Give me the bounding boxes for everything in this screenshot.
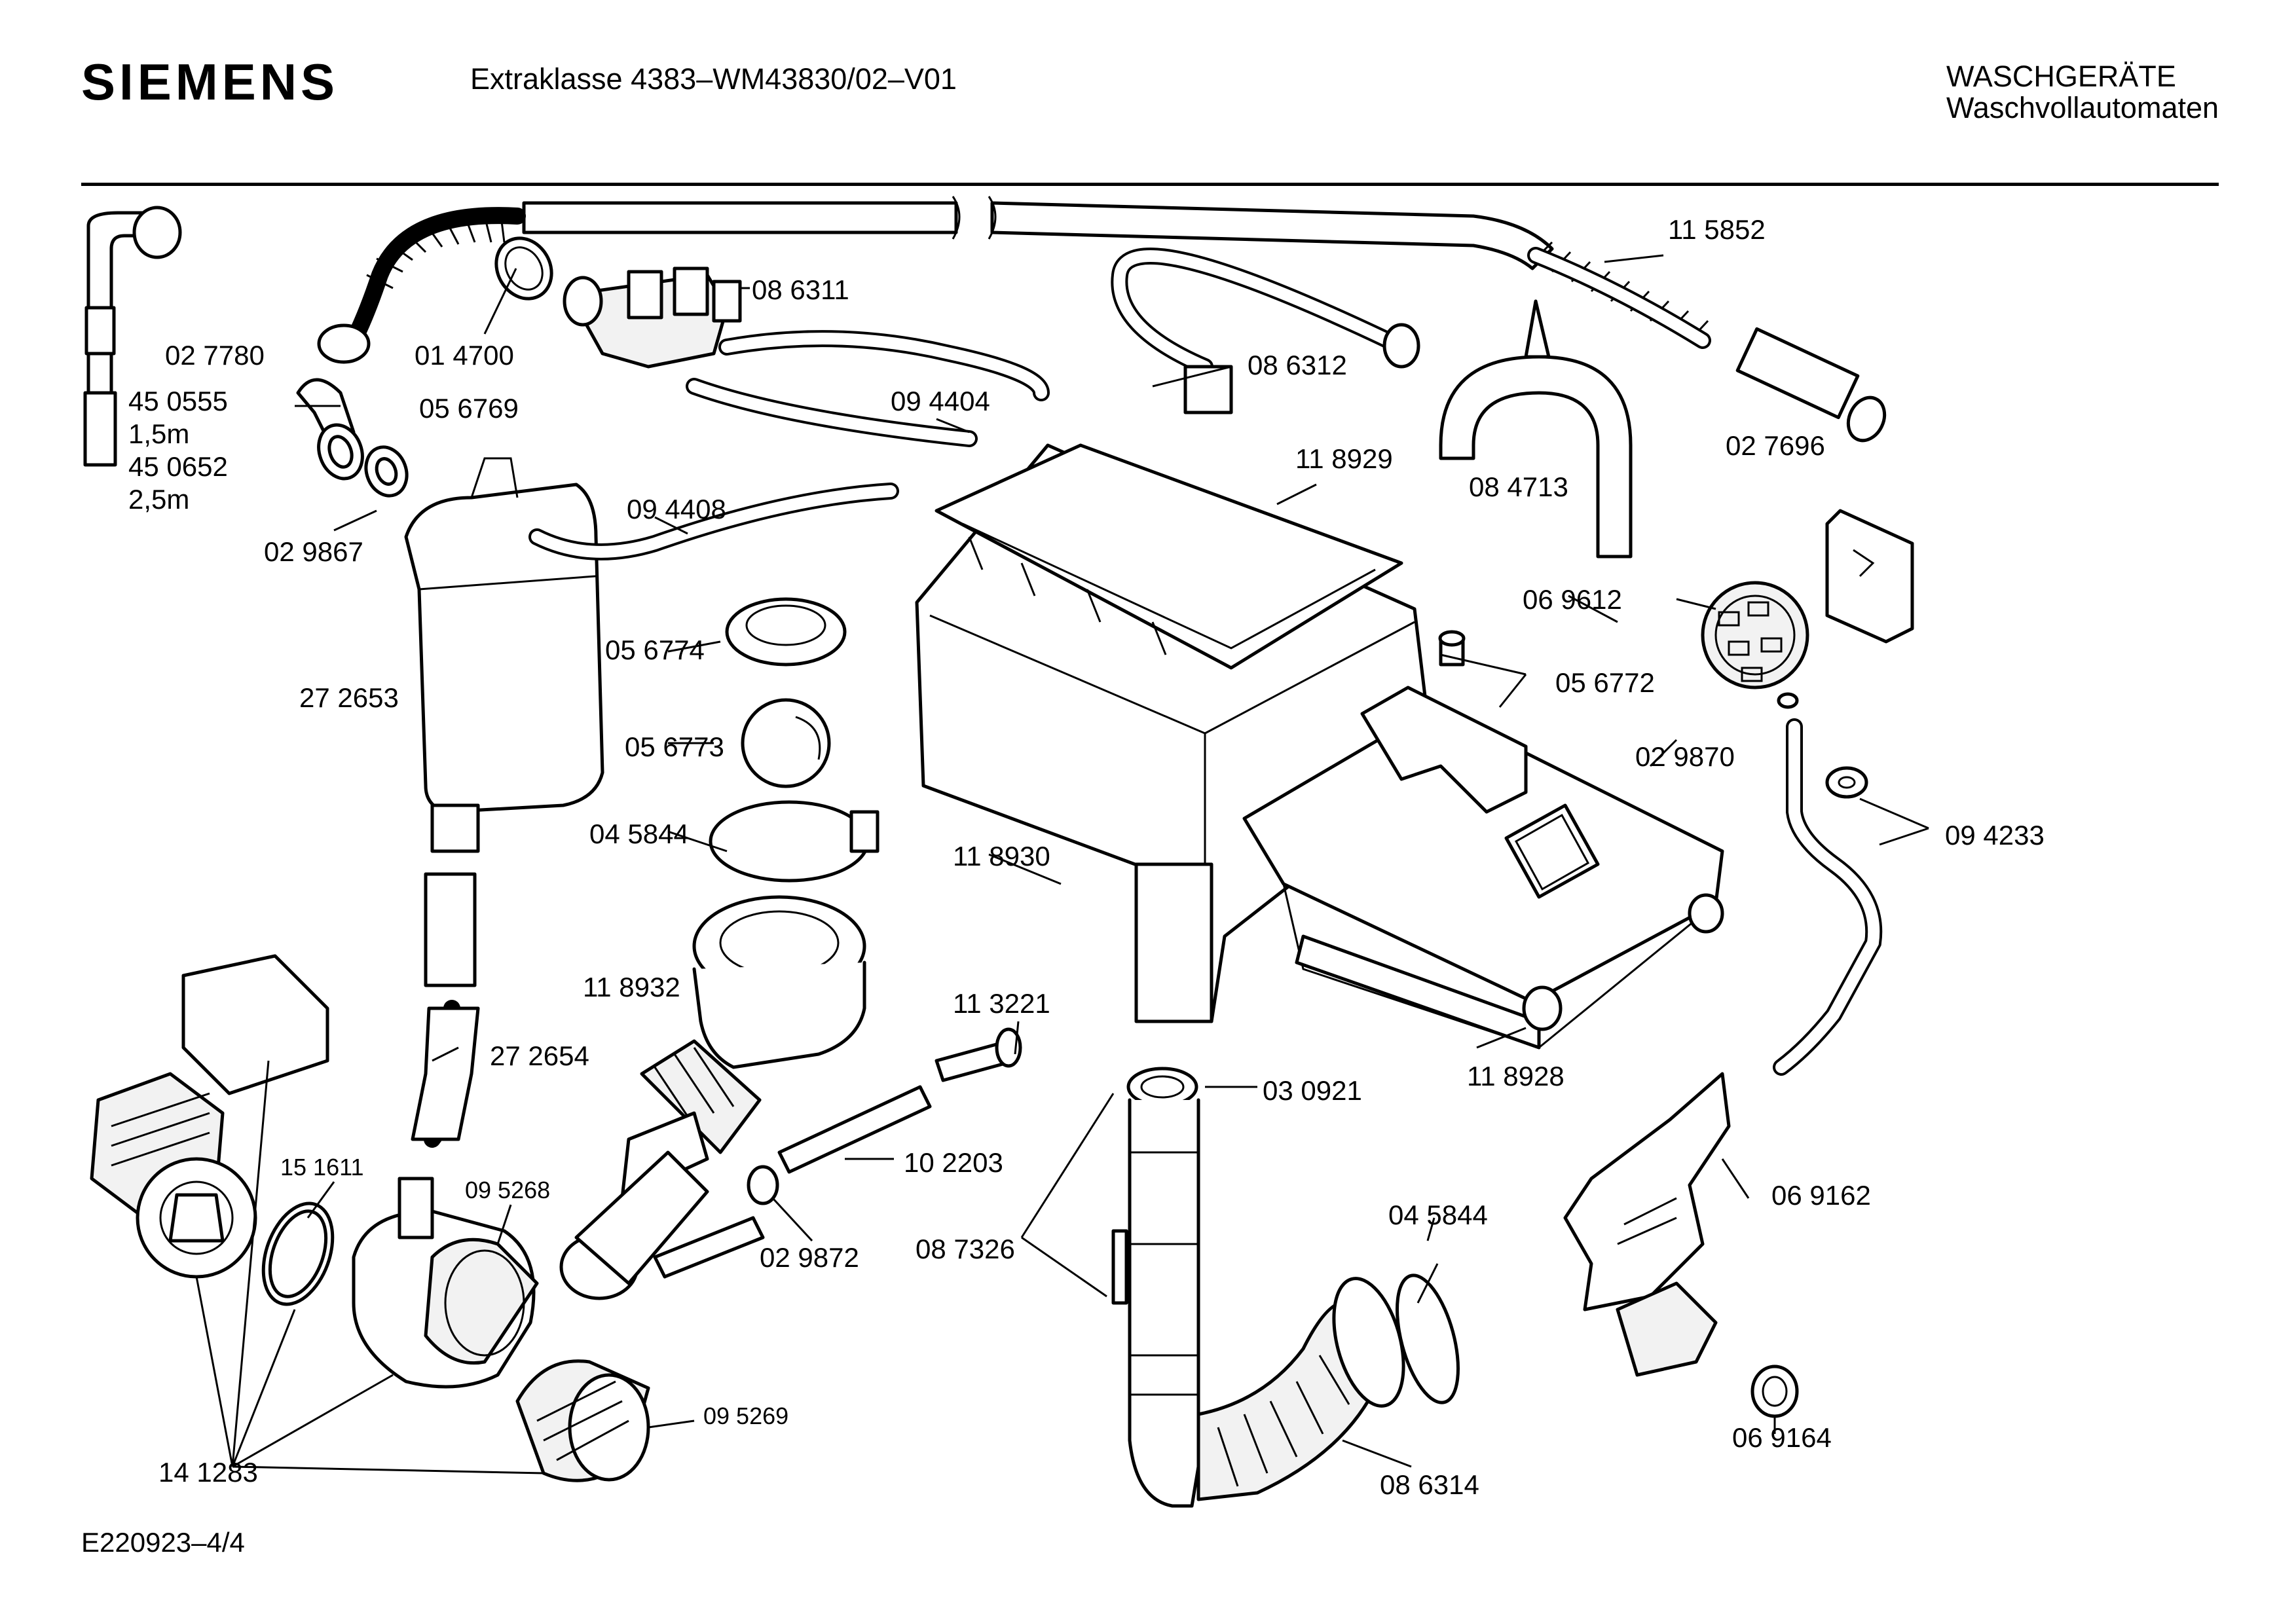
label-029872: 02 9872 bbox=[760, 1242, 859, 1273]
label-450555: 45 0555 bbox=[128, 386, 228, 416]
drain-pump-drawing bbox=[90, 954, 650, 1482]
brand-logo: SIEMENS bbox=[81, 53, 339, 111]
label-045844-a: 04 5844 bbox=[589, 818, 689, 849]
leader-lines bbox=[195, 254, 1929, 1475]
ball-valve-drawing bbox=[709, 597, 880, 883]
label-141283: 14 1283 bbox=[158, 1457, 258, 1488]
tank-hose-drawing bbox=[411, 872, 480, 1148]
label-113221: 11 3221 bbox=[953, 988, 1050, 1019]
pressure-switch-drawing bbox=[1701, 509, 1914, 709]
filter-screen-drawing bbox=[494, 236, 553, 301]
hose-pieces-drawing bbox=[686, 330, 1050, 447]
label-027696: 02 7696 bbox=[1726, 430, 1825, 461]
label-094233: 09 4233 bbox=[1945, 820, 2045, 851]
model-title: Extraklasse 4383–WM43830/02–V01 bbox=[470, 62, 957, 96]
dispenser-drawer-drawing bbox=[1242, 630, 1724, 1050]
label-length-2-5: 2,5m bbox=[128, 484, 189, 515]
label-045844-b: 04 5844 bbox=[1388, 1200, 1488, 1230]
air-trap-drawing bbox=[404, 457, 899, 853]
label-272654: 27 2654 bbox=[490, 1040, 589, 1071]
label-086311: 08 6311 bbox=[752, 274, 849, 305]
label-450652: 45 0652 bbox=[128, 451, 228, 482]
header-divider bbox=[81, 183, 2219, 186]
support-bracket-drawing bbox=[1563, 1072, 1799, 1418]
label-029867: 02 9867 bbox=[264, 536, 363, 567]
label-086312: 08 6312 bbox=[1248, 350, 1347, 380]
label-086314: 08 6314 bbox=[1380, 1469, 1479, 1500]
inlet-valve-drawing bbox=[563, 266, 742, 369]
label-084713: 08 4713 bbox=[1469, 471, 1568, 502]
label-118929: 11 8929 bbox=[1295, 443, 1393, 474]
label-094404: 09 4404 bbox=[891, 386, 990, 416]
drain-pipe-drawing bbox=[653, 1027, 1022, 1279]
label-056773: 05 6773 bbox=[625, 731, 724, 762]
label-115852: 11 5852 bbox=[1668, 214, 1766, 245]
label-069162: 06 9162 bbox=[1771, 1180, 1871, 1211]
label-087326: 08 7326 bbox=[916, 1234, 1015, 1264]
label-102203: 10 2203 bbox=[904, 1147, 1003, 1178]
angle-connector-drawing bbox=[83, 206, 182, 467]
label-029870: 02 9870 bbox=[1635, 741, 1735, 772]
label-069612: 06 9612 bbox=[1523, 584, 1622, 615]
drain-standpipe-drawing bbox=[1111, 1067, 1200, 1508]
pressure-tube-drawing bbox=[1773, 718, 1883, 1076]
label-095268: 09 5268 bbox=[465, 1177, 550, 1203]
inlet-hose-drawing bbox=[317, 196, 1887, 443]
label-118928: 11 8928 bbox=[1467, 1061, 1565, 1091]
label-056769: 05 6769 bbox=[419, 393, 519, 424]
label-094408: 09 4408 bbox=[627, 494, 726, 524]
label-151611: 15 1611 bbox=[280, 1154, 363, 1181]
label-069164: 06 9164 bbox=[1732, 1422, 1832, 1453]
label-095269: 09 5269 bbox=[703, 1402, 788, 1429]
label-118932: 11 8932 bbox=[583, 972, 680, 1002]
label-014700: 01 4700 bbox=[415, 340, 514, 371]
category-title: WASCHGERÄTE bbox=[1946, 60, 2176, 93]
hose-clamp-drawing bbox=[1439, 299, 1633, 559]
elbow-and-seals-drawing bbox=[296, 378, 409, 498]
label-118930: 11 8930 bbox=[953, 841, 1050, 871]
label-056772: 05 6772 bbox=[1555, 667, 1655, 698]
label-056774: 05 6774 bbox=[605, 634, 705, 665]
bellow-hose-drawing bbox=[1196, 1273, 1460, 1501]
drawer-hose-drawing bbox=[1111, 247, 1420, 414]
label-030921: 03 0921 bbox=[1263, 1075, 1362, 1106]
drawing-code: E220923–4/4 bbox=[81, 1527, 245, 1558]
label-027780: 02 7780 bbox=[165, 340, 265, 371]
category-subtitle: Waschvollautomaten bbox=[1946, 91, 2219, 124]
label-length-1-5: 1,5m bbox=[128, 418, 189, 449]
sump-hose-drawing bbox=[559, 895, 866, 1300]
label-272653: 27 2653 bbox=[299, 682, 399, 713]
dispenser-lid-drawing bbox=[935, 443, 1403, 670]
